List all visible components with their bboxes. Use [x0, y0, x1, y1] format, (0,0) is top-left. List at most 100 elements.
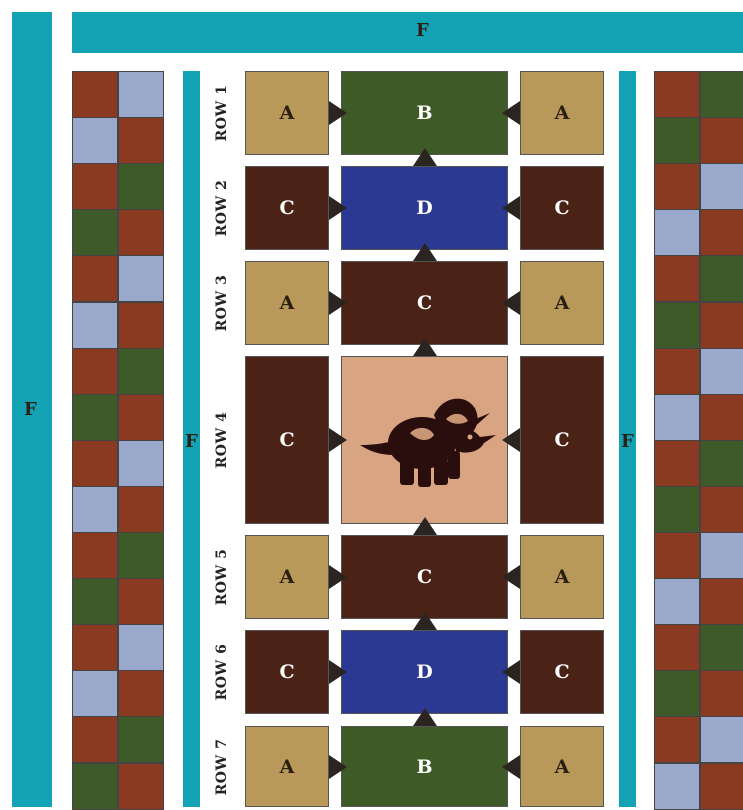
row-label-3: ROW 3 [214, 275, 230, 332]
checker-square [654, 302, 700, 349]
checker-square [72, 440, 118, 487]
checker-square [118, 71, 164, 118]
checker-square [72, 670, 118, 717]
row-1-left-arrow-icon [502, 101, 520, 125]
checker-square [654, 532, 700, 579]
checker-square [700, 117, 743, 164]
checker-square [72, 302, 118, 349]
row-6-left-arrow-icon [502, 660, 520, 684]
row-3-left-block: A [245, 261, 329, 345]
checker-square [118, 394, 164, 441]
top-band [72, 12, 743, 53]
checker-square [700, 255, 743, 302]
checker-square [700, 209, 743, 256]
checker-square [118, 763, 164, 810]
checker-square [654, 117, 700, 164]
checker-square [700, 348, 743, 395]
row-3-left-arrow-icon [502, 291, 520, 315]
row-2-right-arrow-icon [329, 196, 347, 220]
row-3-up-arrow-icon [413, 243, 437, 261]
row-5-left-block: A [245, 535, 329, 619]
checker-square [118, 209, 164, 256]
row-6-left-block: C [245, 630, 329, 714]
row-4-right-block: C [520, 356, 604, 524]
checker-square [72, 255, 118, 302]
inner-right-band-label: F [621, 431, 634, 452]
row-7-left-arrow-icon [502, 755, 520, 779]
checker-square [654, 716, 700, 763]
checker-square [118, 163, 164, 210]
checker-square [72, 209, 118, 256]
checker-square [118, 532, 164, 579]
checker-square [654, 255, 700, 302]
checker-square [700, 302, 743, 349]
row-label-6: ROW 6 [214, 644, 230, 701]
checker-square [700, 532, 743, 579]
triceratops-icon [350, 385, 500, 495]
row-2-left-block: C [245, 166, 329, 250]
checker-square [72, 624, 118, 671]
checker-square [700, 440, 743, 487]
checker-square [654, 71, 700, 118]
row-label-2: ROW 2 [214, 180, 230, 237]
checker-square [72, 486, 118, 533]
row-6-up-arrow-icon [413, 612, 437, 630]
row-3-right-block: A [520, 261, 604, 345]
checker-square [700, 486, 743, 533]
row-1-right-arrow-icon [329, 101, 347, 125]
inner-left-band-label: F [185, 431, 198, 452]
row-label-4: ROW 4 [214, 412, 230, 469]
checker-square [700, 71, 743, 118]
row-2-up-arrow-icon [413, 148, 437, 166]
checker-square [654, 670, 700, 717]
row-7-up-arrow-icon [413, 708, 437, 726]
row-4-up-arrow-icon [413, 338, 437, 356]
checker-square [700, 163, 743, 210]
row-label-5: ROW 5 [214, 549, 230, 606]
checker-square [654, 624, 700, 671]
row-7-center-block: B [341, 726, 508, 807]
checker-square [700, 716, 743, 763]
row-2-left-arrow-icon [502, 196, 520, 220]
row-1-left-block: A [245, 71, 329, 155]
row-7-left-block: A [245, 726, 329, 807]
checker-square [72, 532, 118, 579]
checker-square [118, 255, 164, 302]
row-7-right-arrow-icon [329, 755, 347, 779]
checker-square [654, 394, 700, 441]
checker-square [118, 302, 164, 349]
checker-square [700, 394, 743, 441]
row-6-right-block: C [520, 630, 604, 714]
row-4-right-arrow-icon [329, 428, 347, 452]
checker-square [118, 624, 164, 671]
top-band-label: F [416, 20, 429, 41]
checker-square [118, 670, 164, 717]
checker-square [118, 117, 164, 164]
checker-square [72, 394, 118, 441]
row-7-right-block: A [520, 726, 604, 807]
checker-square [118, 578, 164, 625]
checker-square [700, 763, 743, 810]
checker-square [72, 163, 118, 210]
checker-square [72, 716, 118, 763]
row-4-dinosaur-block [341, 356, 508, 524]
row-label-7: ROW 7 [214, 738, 230, 795]
checker-square [654, 348, 700, 395]
row-5-center-block: C [341, 535, 508, 619]
left-outer-band-label: F [24, 399, 37, 420]
row-1-right-block: A [520, 71, 604, 155]
row-5-up-arrow-icon [413, 517, 437, 535]
checker-square [654, 763, 700, 810]
row-6-center-block: D [341, 630, 508, 714]
checker-square [654, 163, 700, 210]
row-2-right-block: C [520, 166, 604, 250]
checker-square [72, 117, 118, 164]
row-label-1: ROW 1 [214, 85, 230, 142]
row-6-right-arrow-icon [329, 660, 347, 684]
checker-square [118, 716, 164, 763]
checker-square [72, 71, 118, 118]
checker-square [72, 348, 118, 395]
row-3-right-arrow-icon [329, 291, 347, 315]
row-4-left-arrow-icon [502, 428, 520, 452]
checker-square [654, 440, 700, 487]
